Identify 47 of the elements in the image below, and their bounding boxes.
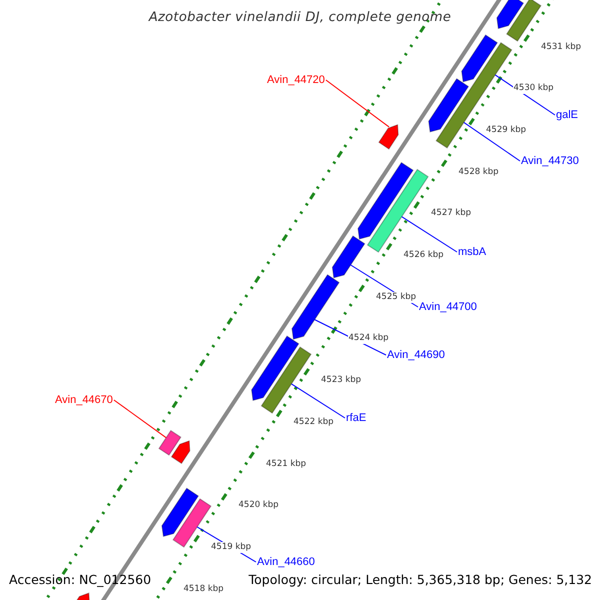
position-label: 4523 kbp (320, 375, 362, 386)
position-label: 4530 kbp (512, 83, 555, 94)
position-label: 4522 kbp (292, 416, 335, 428)
gene-label: Avin_44720 (267, 73, 325, 87)
leader-line (325, 80, 390, 128)
genome-stats-text: Topology: circular; Length: 5,365,318 bp; Genes: 5,132 (248, 572, 592, 588)
gene-block (357, 162, 414, 240)
position-label: 4529 kbp (485, 124, 528, 136)
position-label: 4526 kbp (402, 250, 445, 261)
gene-label: Avin_44660 (257, 555, 315, 569)
position-label: 4520 kbp (238, 500, 280, 512)
gene-block (332, 235, 366, 278)
gene-block (161, 488, 199, 538)
position-label: 4527 kbp (430, 208, 472, 220)
gene-label: Avin_44700 (419, 300, 477, 314)
position-label: 4525 kbp (375, 292, 418, 303)
gene-label: galE (556, 108, 578, 122)
position-label: 4521 kbp (265, 458, 308, 470)
position-label: 4528 kbp (458, 166, 500, 178)
gene-block (506, 0, 542, 42)
gene-block (74, 592, 90, 600)
position-label: 4519 kbp (210, 542, 252, 553)
gene-block (172, 498, 212, 548)
accession-text: Accession: NC_012560 (9, 572, 152, 588)
gene-label: rfaE (346, 411, 366, 425)
gene-block (260, 346, 312, 414)
gene-block (158, 430, 182, 456)
position-label: 4524 kbp (348, 333, 390, 344)
gene-label: msbA (458, 245, 486, 259)
gene-block (436, 42, 512, 149)
gene-label: Avin_44690 (387, 348, 445, 362)
gene-label: Avin_44730 (521, 154, 579, 168)
gene-block (251, 335, 300, 402)
map-title: Azotobacter vinelandii DJ, complete genome (148, 10, 452, 25)
position-label: 4531 kbp (540, 42, 582, 52)
gene-block (496, 0, 524, 30)
gene-block (378, 124, 399, 150)
leader-line (401, 216, 458, 252)
gene-block (461, 34, 498, 82)
gene-block (291, 274, 340, 340)
leader-line (113, 400, 167, 438)
gene-label: Avin_44670 (55, 393, 113, 407)
position-label: 4518 kbp (182, 584, 225, 595)
leader-line (463, 122, 520, 162)
gene-block (170, 440, 190, 464)
leader-line (290, 383, 346, 418)
gene-block (428, 78, 470, 133)
